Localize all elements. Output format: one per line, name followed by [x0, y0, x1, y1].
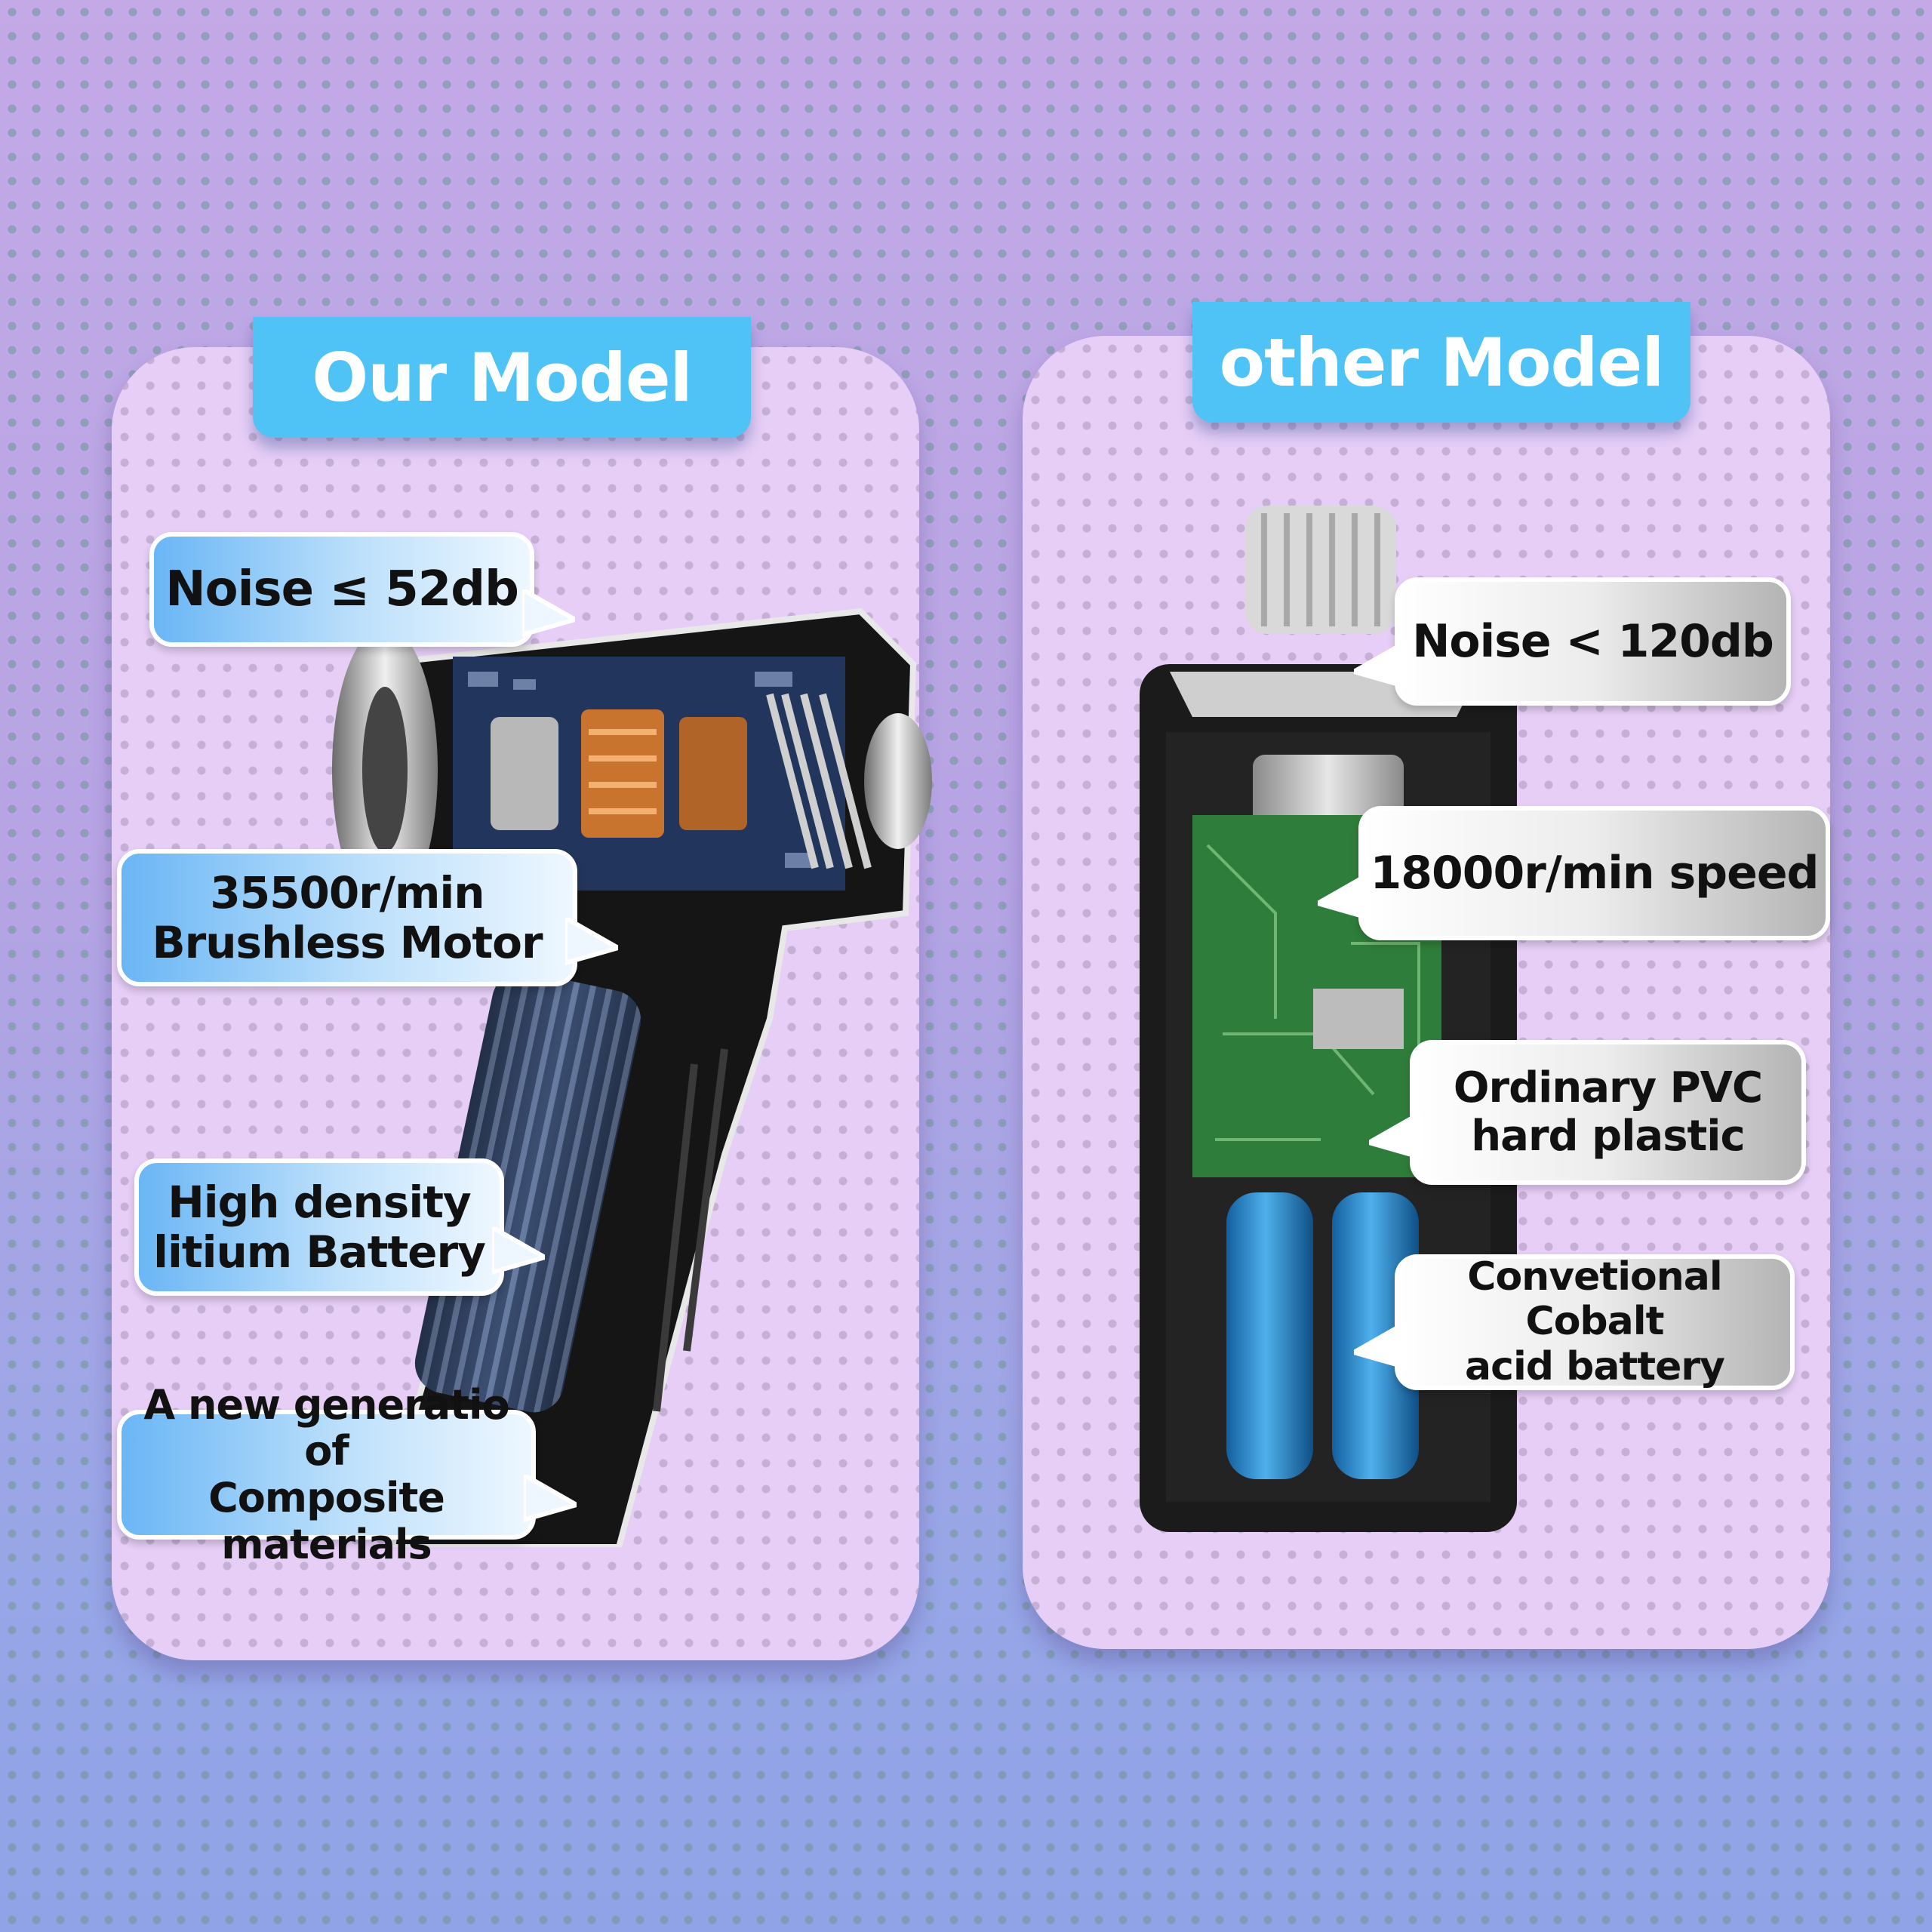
callout-battery-other: Convetional Cobalt acid battery — [1354, 1254, 1795, 1390]
lithium-battery — [414, 971, 641, 1413]
callout-noise-other: Noise < 120db — [1354, 577, 1791, 706]
battery-cell-2 — [1332, 1192, 1419, 1479]
callout-tail — [492, 1227, 545, 1275]
callout-tail — [1354, 1322, 1407, 1371]
callout-motor-our: 35500r/min Brushless Motor — [117, 849, 618, 986]
callout-noise-our-text: Noise ≤ 52db — [165, 561, 519, 617]
callout-tail — [565, 918, 618, 966]
callout-battery-other-text: Convetional Cobalt acid battery — [1465, 1254, 1725, 1389]
callout-tail — [524, 1475, 577, 1523]
our-model-tab: Our Model — [253, 317, 751, 438]
callout-tail — [1369, 1112, 1422, 1161]
callout-speed-other-text: 18000r/min speed — [1370, 846, 1820, 900]
battery-cell-1 — [1226, 1192, 1313, 1479]
callout-speed-other: 18000r/min speed — [1318, 806, 1830, 940]
callout-tail — [1354, 641, 1407, 690]
callout-materials-our: A new generatio of Composite materials — [117, 1382, 577, 1567]
callout-noise-our: Noise ≤ 52db — [149, 532, 575, 647]
callout-battery-our: High density litium Battery — [134, 1158, 545, 1296]
callout-tail — [522, 589, 575, 638]
callout-plastic-other-text: Ordinary PVC hard plastic — [1453, 1063, 1763, 1161]
callout-noise-other-text: Noise < 120db — [1412, 614, 1774, 668]
callout-plastic-other: Ordinary PVC hard plastic — [1369, 1040, 1806, 1185]
callout-tail — [1318, 873, 1371, 921]
motor-coil — [581, 709, 664, 838]
callout-battery-our-text: High density litium Battery — [153, 1176, 486, 1278]
top-pulley — [1245, 506, 1396, 634]
other-model-tab: other Model — [1192, 302, 1690, 423]
callout-materials-our-text: A new generatio of Composite materials — [143, 1380, 509, 1568]
callout-motor-our-text: 35500r/min Brushless Motor — [152, 866, 543, 968]
